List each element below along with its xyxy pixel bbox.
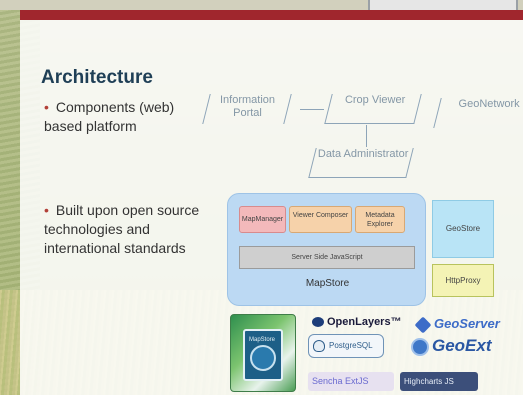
geoserver-text: GeoServer [434,316,500,331]
highcharts-logo: Highcharts JS [400,372,478,391]
window-top-strip [0,0,523,10]
postgresql-text: PostgreSQL [329,341,373,350]
bullet-components: •Components (web) based platform [44,98,214,136]
mapstore-box-label: MapStore [249,337,276,343]
geoserver-logo: GeoServer [414,316,500,334]
mapstore-container: MapManager Viewer Composer Metadata Expl… [227,193,426,306]
information-portal-node: Information Portal [202,94,292,124]
data-administrator-node: Data Administrator [308,148,414,178]
geoext-text: GeoExt [432,336,492,355]
crop-viewer-label: Crop Viewer [344,94,406,106]
server-side-javascript-layer: Server Side JavaScript [239,246,415,269]
globe-icon [250,345,276,371]
geonetwork-label: GeoNetwork [458,98,520,110]
openlayers-icon [312,317,324,328]
geonetwork-node: GeoNetwork [433,98,523,128]
elephant-icon [313,339,325,352]
bullet-open-source: •Built upon open source technologies and… [44,201,219,258]
openlayers-text: OpenLayers™ [327,316,402,328]
postgresql-logo: PostgreSQL [308,334,384,358]
mapstore-box-cover [243,329,283,381]
mapmanager-module: MapManager [239,206,286,233]
metadata-explorer-module: Metadata Explorer [355,206,405,233]
sencha-logo: Sencha ExtJS [308,372,394,391]
connector-vertical [366,125,367,147]
slide-title: Architecture [41,67,153,88]
geoext-logo: GeoExt [411,336,492,356]
mapstore-product-logo: MapStore [230,314,296,392]
viewer-composer-module: Viewer Composer [289,206,352,233]
bullet-dot: • [44,202,49,218]
library-logos-strip: Sencha ExtJS Highcharts JS [308,372,498,392]
mapstore-label: MapStore [305,278,350,289]
bullet-text: Built upon open source technologies and … [44,202,200,256]
presentation-slide: Architecture •Components (web) based pla… [20,10,523,395]
geostore-box: GeoStore [432,200,494,258]
window-frame-edge [368,0,518,10]
geoext-icon [411,337,429,356]
slide-accent-bar [20,10,523,20]
openlayers-logo: OpenLayers™ [312,316,402,328]
bullet-dot: • [44,99,49,115]
bullet-text: Components (web) based platform [44,99,175,134]
crop-viewer-node: Crop Viewer [324,94,422,124]
data-administrator-label: Data Administrator [317,148,409,160]
connector-dash [300,109,324,110]
information-portal-label: Information Portal [219,94,276,119]
geoserver-icon [414,316,432,334]
httpproxy-box: HttpProxy [432,264,494,297]
